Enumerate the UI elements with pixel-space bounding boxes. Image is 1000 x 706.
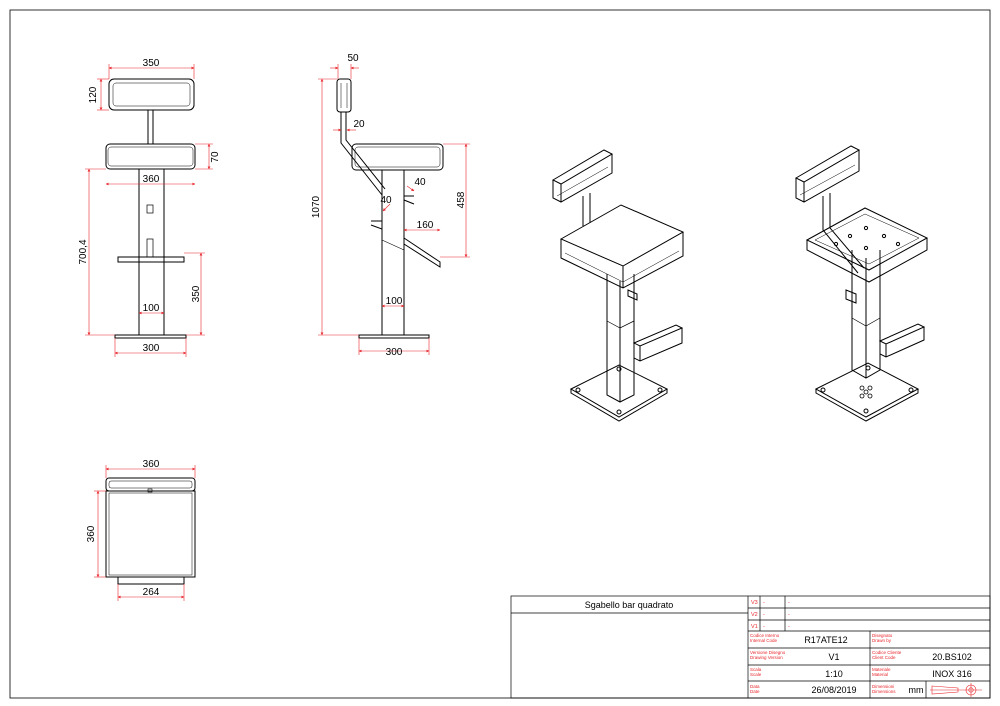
dim-footrest-depth: 160 [417,220,434,231]
top-view-labels: 360 360 264 [86,459,160,598]
top-view-dimensions [94,465,196,601]
drawn-by-label-it: Disegnato [872,633,893,638]
dim-top-base-width: 264 [143,587,160,598]
dim-base-width: 300 [143,343,160,354]
internal-code-label-it: Codice Interno [750,633,780,638]
revision-v3-b: - [788,600,790,606]
dimension-unit-value: mm [909,685,924,695]
client-code-label-it: Codice Cliente [872,650,902,655]
sheet-border [9,9,991,699]
version-value: V1 [828,652,839,662]
dim-bracket-b: 40 [380,195,392,206]
dim-seat-thickness: 70 [210,151,221,163]
title-block [510,595,991,699]
revision-v1-b: - [788,624,790,630]
scale-value: 1:10 [825,669,843,679]
revision-v1-label: V1 [751,624,758,630]
projection-symbol-icon [930,683,982,697]
front-view [105,78,196,339]
version-label-en: Drawing Version [750,655,783,660]
revision-v2-b: - [788,612,790,618]
material-label-it: Materiale [872,667,891,672]
revision-v3-label: V3 [751,600,758,606]
dimension-label-it: Dimensioni [872,684,894,689]
revision-v1-a: - [763,624,765,630]
dim-top-seat-width: 360 [143,459,160,470]
drawing-title: Sgabello bar quadrato [585,600,674,610]
date-value: 26/08/2019 [811,685,856,695]
side-view-dimensions [318,64,470,355]
revision-v2-a: - [763,612,765,618]
dimension-label-en: Dimensions [872,689,896,694]
side-view [336,78,444,339]
front-view-dimensions [85,64,213,357]
side-view-labels: 50 20 1070 40 40 160 458 100 300 [311,53,467,358]
top-view [105,477,196,585]
dim-seat-width: 360 [143,174,160,185]
drawn-by-label-en: Drawn by [872,638,892,643]
client-code-label-en: Client Code [872,655,896,660]
title-block-text: Sgabello bar quadrato V3 - - V2 - - V1 -… [585,600,972,695]
dim-backrest-width: 350 [143,58,160,69]
scale-label-en: Scale [750,672,762,677]
dim-seat-height: 700,4 [78,239,89,264]
dim-seat-to-footrest: 458 [456,191,467,208]
dim-top-seat-depth: 360 [86,525,97,542]
revision-v2-label: V2 [751,612,758,618]
revision-v3-a: - [763,600,765,606]
material-label-en: Material [872,672,888,677]
client-code-value: 20.BS102 [932,652,972,662]
dim-backrest-thickness: 50 [347,53,359,64]
isometric-view-front [551,149,685,422]
front-view-labels: 350 120 70 360 700,4 350 100 300 [78,58,221,354]
date-label-en: Date [750,689,760,694]
dim-side-base-width: 300 [386,347,403,358]
dim-backrest-height: 120 [88,86,99,103]
scale-label-it: Scala [750,667,762,672]
dim-back-tube: 20 [353,119,365,130]
internal-code-label-en: Internal Code [750,638,778,643]
date-label-it: Data [750,684,760,689]
dim-total-height: 1070 [311,195,322,218]
isometric-view-rear [794,145,929,422]
dim-footrest-height: 350 [191,285,202,302]
dim-bracket-a: 40 [414,177,426,188]
dim-side-column-width: 100 [386,296,403,307]
dim-column-width: 100 [143,303,160,314]
base-bolt-pattern [859,385,873,399]
version-label-it: Versione Disegno [750,650,786,655]
material-value: INOX 316 [932,669,972,679]
internal-code-value: R17ATE12 [804,635,847,645]
